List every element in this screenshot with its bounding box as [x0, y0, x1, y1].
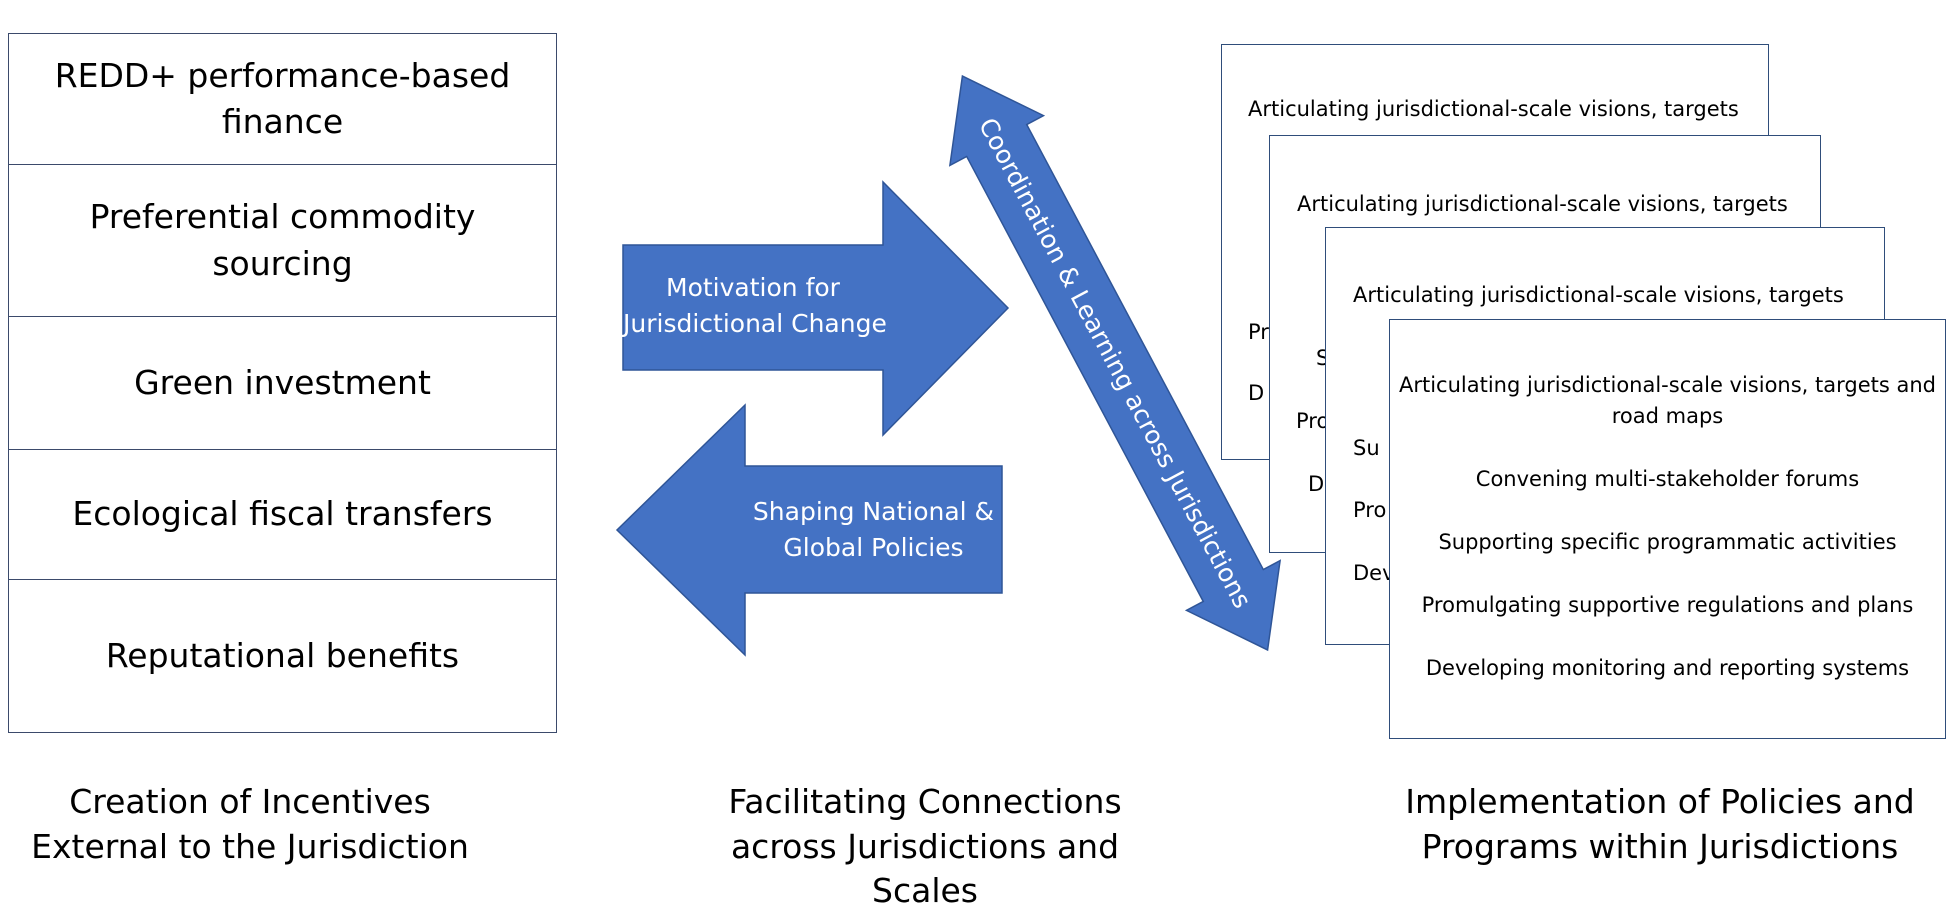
connections-footer: Facilitating Connections across Jurisdic… [700, 780, 1150, 914]
coordination-arrow [948, 74, 1282, 652]
front-item-programmatic: Supporting specific programmatic activit… [1438, 530, 1897, 554]
motivation-label-line1: Motivation for [666, 273, 840, 302]
implementation-footer: Implementation of Policies and Programs … [1380, 780, 1940, 869]
front-item-monitoring: Developing monitoring and reporting syst… [1425, 656, 1910, 680]
motivation-label-line2: Jurisdictional Change [623, 309, 887, 339]
incentives-footer: Creation of Incentives External to the J… [0, 780, 500, 869]
card3-fragment-2: Pro [1353, 498, 1387, 522]
card1-title: Articulating jurisdictional-scale vision… [1248, 97, 1739, 121]
shaping-arrow-label: Shaping National & Global Policies [745, 494, 1002, 567]
card3-fragment-3: Dev [1353, 561, 1395, 585]
connections-footer-line1: Facilitating Connections [728, 782, 1122, 821]
card2-title: Articulating jurisdictional-scale vision… [1297, 192, 1788, 216]
incentives-footer-line1: Creation of Incentives [69, 782, 431, 821]
implementation-footer-line1: Implementation of Policies and [1405, 782, 1915, 821]
incentive-box-commodity: Preferential commodity sourcing [8, 165, 557, 317]
card2-fragment-2: Pro [1296, 409, 1330, 433]
card1-fragment-2: D [1248, 381, 1265, 405]
incentive-box-green-investment: Green investment [8, 317, 557, 450]
motivation-arrow [622, 180, 1010, 437]
front-item-visions: Articulating jurisdictional-scale vision… [1398, 373, 1937, 428]
incentives-footer-line2: External to the Jurisdiction [31, 826, 469, 866]
implementation-card-front: Articulating jurisdictional-scale vision… [1389, 319, 1946, 739]
motivation-arrow-label: Motivation for Jurisdictional Change [623, 270, 887, 343]
front-item-regulations: Promulgating supportive regulations and … [1421, 593, 1914, 617]
shaping-arrow [615, 403, 1003, 657]
connections-footer-line3: Scales [872, 871, 978, 911]
incentive-box-reputational: Reputational benefits [8, 580, 557, 733]
front-item-forums: Convening multi-stakeholder forums [1475, 467, 1860, 491]
implementation-footer-line2: Programs within Jurisdictions [1421, 826, 1899, 866]
card1-fragment-1: Pr [1248, 320, 1269, 344]
incentive-box-fiscal-transfers: Ecological fiscal transfers [8, 450, 557, 580]
incentive-box-redd: REDD+ performance-based finance [8, 33, 557, 165]
shaping-label-line2: Global Policies [783, 533, 964, 563]
card3-fragment-1: Su [1353, 436, 1380, 460]
shaping-label-line1: Shaping National & [752, 497, 995, 526]
incentives-stack: REDD+ performance-based finance Preferen… [8, 33, 557, 733]
connections-footer-line2: across Jurisdictions and [730, 826, 1120, 866]
card3-title: Articulating jurisdictional-scale vision… [1353, 283, 1844, 307]
